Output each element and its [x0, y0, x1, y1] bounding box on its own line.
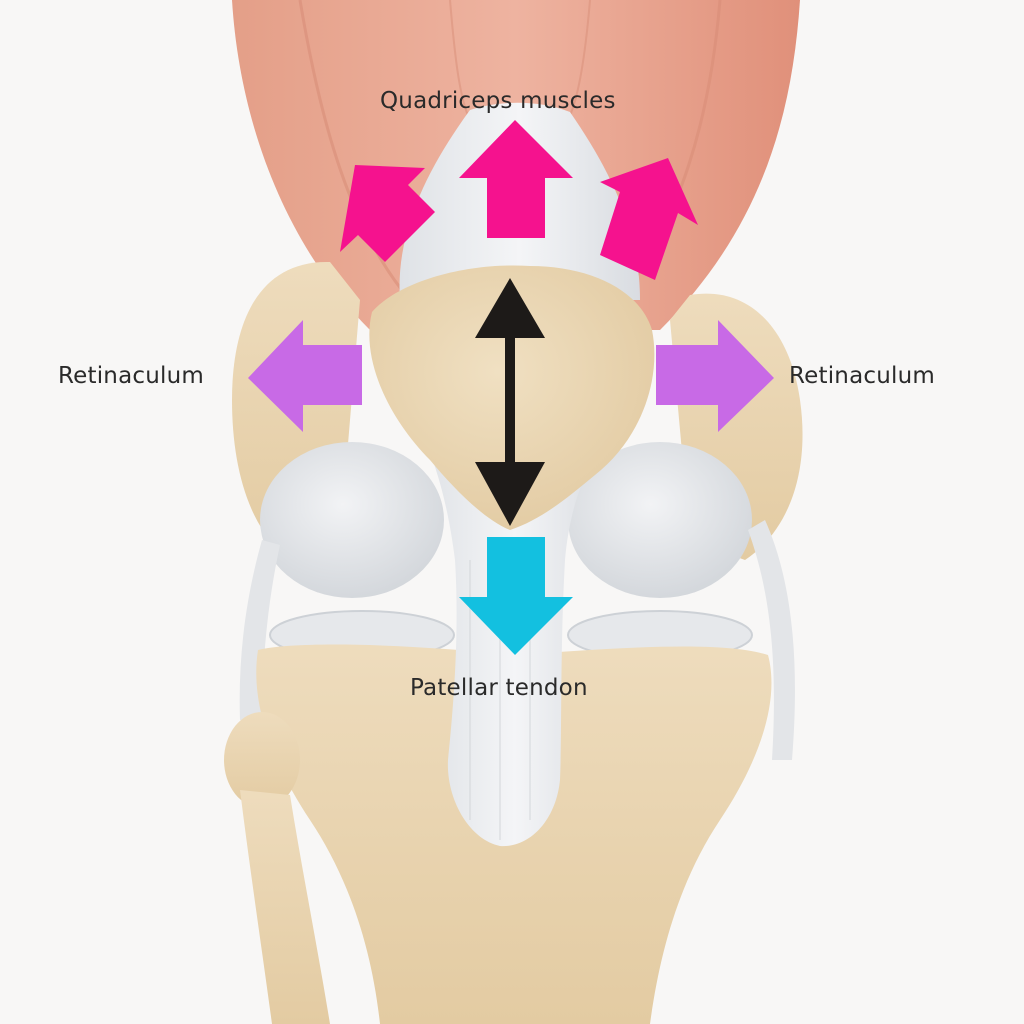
- femoral-condyle-right: [568, 442, 752, 598]
- medial-ligament: [748, 520, 795, 760]
- retinaculum-arrow-right: [656, 320, 774, 432]
- patellar-tendon-arrow-down: [459, 537, 573, 655]
- lateral-ligament: [239, 540, 280, 720]
- retinaculum-left-label: Retinaculum: [58, 363, 204, 389]
- quadriceps-arrow-right: [600, 158, 698, 280]
- patellar-tendon-label: Patellar tendon: [410, 675, 588, 701]
- quadriceps-arrow-up: [459, 120, 573, 238]
- quadriceps-label: Quadriceps muscles: [380, 88, 616, 114]
- retinaculum-right-label: Retinaculum: [789, 363, 935, 389]
- quadriceps-arrow-left: [340, 165, 435, 262]
- femoral-condyle-left: [260, 442, 444, 598]
- fibula: [224, 712, 330, 1024]
- patella-motion-arrow: [475, 278, 545, 526]
- retinaculum-arrow-left: [248, 320, 362, 432]
